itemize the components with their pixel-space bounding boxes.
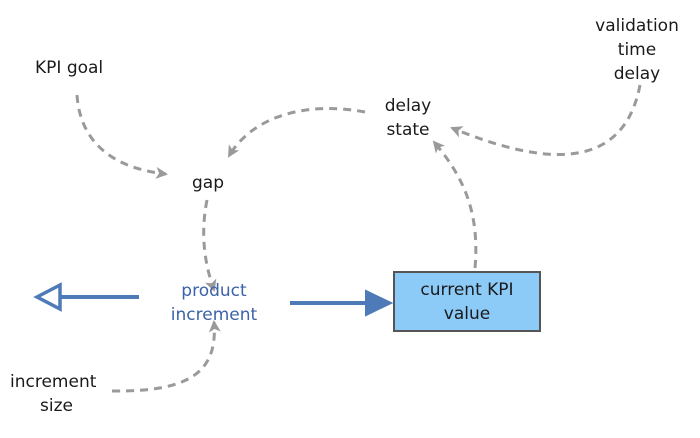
link-current-kpi-to-delay-state [432,140,478,269]
product-increment-line-1: product [181,281,247,301]
kpi-goal-label: KPI goal [35,58,104,78]
product-increment-flow-label: product increment [158,279,270,327]
current-kpi-value-line-2: value [443,303,491,324]
increment-size-line-2: size [40,396,73,416]
delay-state-label: delay state [375,94,441,142]
increment-size-label: increment size [10,370,96,418]
current-kpi-value-line-1: current KPI [420,279,514,300]
gap-label: gap [192,173,224,193]
link-validation-delay-to-delay-state [450,84,642,156]
current-kpi-value-stock: current KPI value [393,271,541,332]
delay-state-line-2: state [386,120,430,140]
product-increment-line-2: increment [170,305,258,325]
link-gap-to-product-increment [202,199,217,292]
delay-state-line-1: delay [384,96,432,116]
increment-size-line-1: increment [10,372,97,392]
outflow-arrowhead-left [33,282,62,312]
validation-time-delay-line-3: delay [613,64,661,84]
link-delay-state-to-gap [227,107,366,158]
link-kpi-goal-to-gap [75,94,168,179]
inflow-arrowhead-to-stock [365,289,394,317]
link-increment-size-to-product-increment [111,320,221,393]
validation-time-delay-line-1: validation [595,16,679,36]
validation-time-delay-line-2: time [617,40,657,60]
validation-time-delay-label: validation time delay [594,14,680,86]
